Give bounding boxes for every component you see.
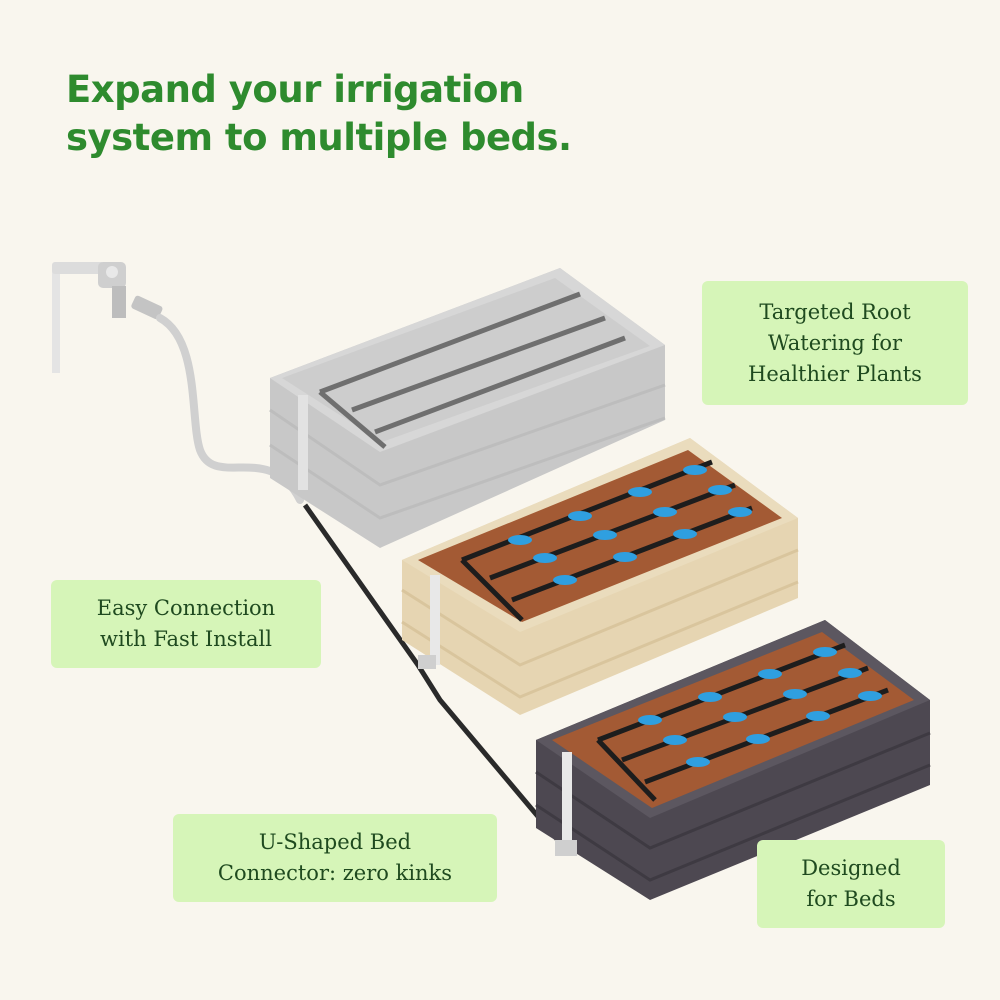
callout-targeted-line-3: Healthier Plants: [748, 361, 922, 386]
callout-u-shaped: U-Shaped Bed Connector: zero kinks: [173, 814, 497, 902]
headline: Expand your irrigation system to multipl…: [66, 66, 686, 162]
callout-targeted-line-1: Targeted Root: [759, 299, 911, 324]
bed-tan: [401, 438, 799, 715]
callout-ushaped-line-2: Connector: zero kinks: [217, 861, 453, 885]
faucet-icon: [52, 262, 163, 373]
bed-gray: [269, 268, 666, 548]
callout-easy-line-1: Easy Connection: [96, 596, 276, 620]
callout-targeted-line-2: Watering for: [768, 330, 902, 355]
callout-designed-for-beds: Designed for Beds: [757, 840, 945, 928]
bed-dark: [535, 620, 931, 900]
headline-line-2: system to multiple beds.: [66, 116, 572, 159]
callout-easy-line-2: with Fast Install: [100, 627, 272, 651]
callout-designed-line-1: Designed: [801, 856, 901, 880]
callout-ushaped-line-1: U-Shaped Bed: [258, 830, 412, 854]
supply-hose: [156, 314, 304, 504]
callout-easy-connection: Easy Connection with Fast Install: [51, 580, 321, 668]
headline-line-1: Expand your irrigation: [66, 68, 524, 111]
callout-designed-line-2: for Beds: [806, 887, 896, 911]
connector-hose: [302, 503, 564, 847]
callout-targeted-root: Targeted Root Watering for Healthier Pla…: [702, 281, 968, 405]
